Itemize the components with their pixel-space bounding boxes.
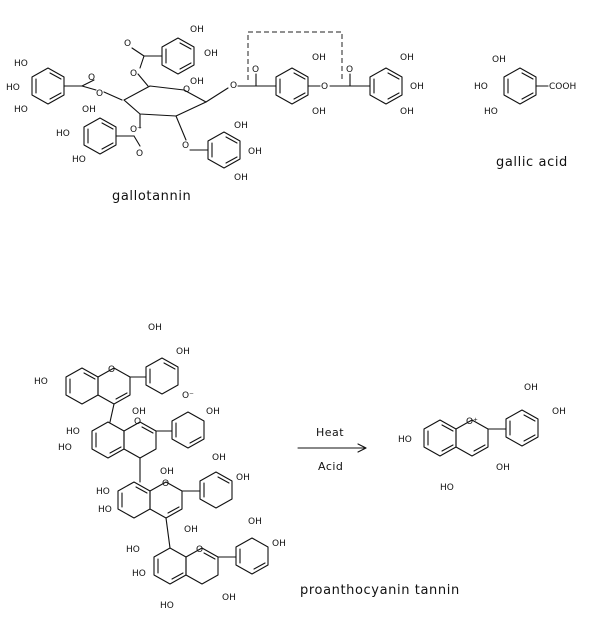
- hydroxyl-label: OH: [184, 525, 198, 535]
- glucose-ring: [123, 85, 207, 117]
- b-ring: [199, 471, 233, 509]
- hydroxyl-label: HO: [14, 59, 28, 69]
- hydroxyl-label: HO: [398, 435, 412, 445]
- ring: [369, 67, 403, 105]
- hydroxyl-label: OH: [400, 107, 414, 117]
- ring: [161, 37, 195, 75]
- hydroxyl-label: OH: [132, 407, 146, 417]
- ring: [83, 117, 117, 155]
- ring-oxygen-label: O: [162, 479, 169, 489]
- ester-oxygen-label: O: [321, 82, 328, 92]
- b-ring: [505, 409, 539, 447]
- hydroxyl-label: HO: [98, 505, 112, 515]
- hydroxyl-label: HO: [126, 545, 140, 555]
- hydroxyl-label: OH: [148, 323, 162, 333]
- hydroxyl-label: OH: [400, 53, 414, 63]
- ring: [275, 67, 309, 105]
- gallic-acid-caption: gallic acid: [496, 155, 568, 170]
- hydroxyl-label: HO: [6, 83, 20, 93]
- gallotannin-caption: gallotannin: [112, 189, 191, 204]
- hydroxyl-label: OH: [312, 107, 326, 117]
- hydroxyl-label: OH: [206, 407, 220, 417]
- a-ring: [153, 547, 187, 585]
- hydroxyl-label: OH: [234, 173, 248, 183]
- ring-oxygen-label: O: [196, 545, 203, 555]
- ring-oxygen-label: O: [108, 365, 115, 375]
- hydroxyl-label: HO: [96, 487, 110, 497]
- hydroxyl-label: HO: [14, 105, 28, 115]
- arrowhead: [357, 443, 367, 453]
- hydroxyl-label: OH: [190, 77, 204, 87]
- oxide-label: O⁻: [130, 125, 142, 135]
- ring-oxygen-label: O: [134, 417, 141, 427]
- hydroxyl-label: OH: [190, 25, 204, 35]
- hydroxyl-label: OH: [236, 473, 250, 483]
- hydroxyl-label: HO: [474, 82, 488, 92]
- b-ring: [171, 411, 205, 449]
- proanthocyanin-caption: proanthocyanin tannin: [300, 583, 460, 598]
- ester-oxygen-label: O: [130, 69, 137, 79]
- anthocyanidin-product-structure: O⁺ OH OH HO OH HO: [398, 383, 566, 493]
- hydroxyl-label: HO: [34, 377, 48, 387]
- hydroxyl-label: OH: [552, 407, 566, 417]
- hydroxyl-label: OH: [524, 383, 538, 393]
- a-ring: [91, 421, 125, 459]
- a-ring: [117, 481, 151, 519]
- hydroxyl-label: OH: [204, 49, 218, 59]
- hydroxyl-label: OH: [176, 347, 190, 357]
- hydroxyl-label: OH: [234, 121, 248, 131]
- carbonyl-oxygen-label: O: [136, 149, 143, 159]
- depside-highlight-box: [247, 31, 343, 80]
- ester-oxygen-label: O: [96, 89, 103, 99]
- hydroxyl-label: OH: [496, 463, 510, 473]
- gallic-acid-structure: OH HO HO COOH: [474, 55, 576, 117]
- hydroxyl-label: OH: [82, 105, 96, 115]
- carbonyl-oxygen-label: O: [252, 65, 259, 75]
- hydroxyl-label: HO: [484, 107, 498, 117]
- carboxyl-label: COOH: [549, 82, 576, 92]
- a-ring: [65, 367, 99, 405]
- ring: [31, 67, 65, 105]
- ester-oxygen-label: O: [230, 81, 237, 91]
- hydroxyl-label: OH: [312, 53, 326, 63]
- hydroxyl-label: HO: [66, 427, 80, 437]
- oxonium-label: O⁺: [466, 417, 478, 427]
- b-ring: [235, 537, 269, 575]
- hydroxyl-label: OH: [272, 539, 286, 549]
- hydroxyl-label: HO: [440, 483, 454, 493]
- a-ring: [423, 419, 457, 457]
- acid-label: Acid: [318, 460, 343, 473]
- hydroxyl-label: HO: [72, 155, 86, 165]
- heat-label: Heat: [316, 426, 344, 439]
- ring-oxygen-label: O: [183, 85, 190, 95]
- carbonyl-oxygen-label: O: [124, 39, 131, 49]
- carbonyl-oxygen-label: O: [88, 73, 95, 83]
- proanthocyanin-structure: O OH OH HO OH HO O O⁻ OH HO OH HO O: [34, 323, 286, 611]
- hydroxyl-label: HO: [58, 443, 72, 453]
- hydroxyl-label: OH: [410, 82, 424, 92]
- hydroxyl-label: OH: [160, 467, 174, 477]
- ring: [503, 67, 537, 105]
- oxide-label: O⁻: [182, 391, 194, 401]
- hydroxyl-label: OH: [222, 593, 236, 603]
- b-ring: [145, 357, 179, 395]
- hydroxyl-label: HO: [56, 129, 70, 139]
- hydroxyl-label: OH: [248, 147, 262, 157]
- c-ring: [123, 421, 157, 459]
- hydroxyl-label: OH: [212, 453, 226, 463]
- hydroxyl-label: HO: [132, 569, 146, 579]
- hydroxyl-label: OH: [492, 55, 506, 65]
- ring: [207, 131, 241, 169]
- carbonyl-oxygen-label: O: [182, 141, 189, 151]
- carbonyl-oxygen-label: O: [346, 65, 353, 75]
- gallotannin-structure: HO HO HO O O OH OH OH O O O OH HO HO: [6, 25, 424, 183]
- reaction-arrow-group: Heat Acid: [297, 426, 367, 473]
- hydroxyl-label: OH: [248, 517, 262, 527]
- hydroxyl-label: HO: [160, 601, 174, 611]
